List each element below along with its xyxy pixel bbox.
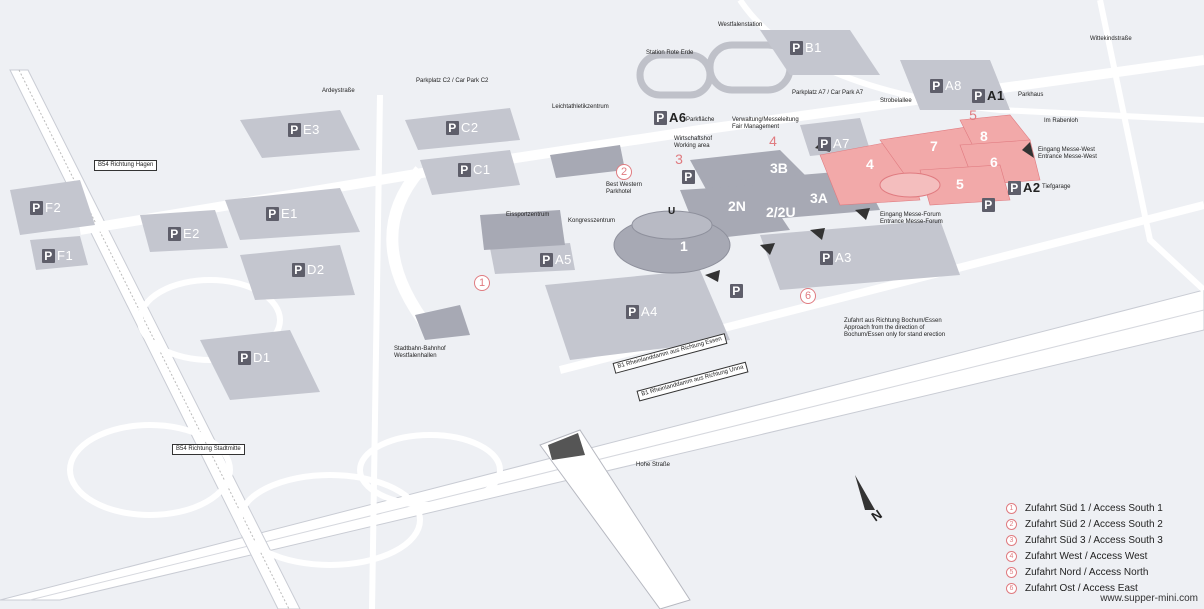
legend-text: Zufahrt Ost / Access East — [1025, 582, 1138, 594]
parking-small-c: P — [682, 170, 695, 184]
lot-c2 — [405, 108, 520, 150]
entrance-u-label: U — [668, 206, 676, 217]
label-eingang-west: Eingang Messe-West Entrance Messe-West — [1038, 147, 1097, 160]
label-eissportzentrum: Eissportzentrum — [506, 212, 550, 218]
legend-text: Zufahrt Süd 2 / Access South 2 — [1025, 518, 1163, 530]
hall-8-label: 8 — [980, 128, 988, 144]
lot-e1 — [225, 188, 360, 240]
legend-text: Zufahrt Süd 3 / Access South 3 — [1025, 534, 1163, 546]
label-station-rote-erde: Station Rote Erde — [646, 50, 694, 56]
legend-number: 2 — [1006, 518, 1017, 530]
label-im-rabenloh: Im Rabenloh — [1044, 118, 1079, 124]
label-parkplatz-a7: Parkplatz A7 / Car Park A7 — [792, 90, 864, 96]
legend-item: 2 Zufahrt Süd 2 / Access South 2 — [1006, 516, 1163, 532]
access-marker-3[interactable]: 3 — [675, 151, 683, 167]
hall-3b-label: 3B — [770, 160, 788, 176]
b1-highway — [0, 289, 1204, 601]
legend-number: 1 — [1006, 502, 1017, 514]
label-parkhaus: Parkhaus — [1018, 92, 1044, 98]
label-wirtschaftshof: Wirtschaftshof Working area — [674, 136, 713, 149]
lot-a5 — [490, 243, 575, 274]
legend-item: 6 Zufahrt Ost / Access East — [1006, 580, 1163, 596]
legend-item: 4 Zufahrt West / Access West — [1006, 548, 1163, 564]
website-footer[interactable]: www.supper-mini.com — [1100, 593, 1198, 604]
hall-2n-label: 2N — [728, 198, 746, 214]
parking-small-b: P — [982, 198, 995, 212]
label-eingang-forum: Eingang Messe-Forum Entrance Messe-Forum — [880, 212, 943, 225]
label-wittekindstrasse: Wittekindstraße — [1090, 36, 1132, 42]
access-marker-4[interactable]: 4 — [769, 133, 777, 149]
legend-item: 3 Zufahrt Süd 3 / Access South 3 — [1006, 532, 1163, 548]
legend-text: Zufahrt West / Access West — [1025, 550, 1148, 562]
lot-d1 — [200, 330, 320, 400]
label-b54-hagen: B54 Richtung Hagen — [94, 160, 158, 171]
label-best-western: Best Western Parkhotel — [606, 182, 642, 195]
hall-2u-label: 2/2U — [766, 204, 796, 220]
legend-text: Zufahrt Nord / Access North — [1025, 566, 1149, 578]
label-zufahrt-bochum: Zufahrt aus Richtung Bochum/Essen Approa… — [844, 318, 946, 338]
hall-6-label: 6 — [990, 154, 998, 170]
label-strobelallee: Strobelallee — [880, 98, 912, 104]
access-marker-2[interactable]: 2 — [616, 164, 632, 180]
label-verwaltung: Verwaltung/Messeleitung Fair Management — [732, 117, 799, 130]
label-kongresszentrum: Kongresszentrum — [568, 218, 616, 224]
label-leichtathletikzentrum: Leichtathletikzentrum — [552, 104, 609, 110]
lot-e2 — [140, 210, 228, 252]
parking-small-a: P — [730, 284, 743, 298]
legend-number: 4 — [1006, 550, 1017, 562]
access-marker-6[interactable]: 6 — [800, 288, 816, 304]
label-parkplatz-c2: Parkplatz C2 / Car Park C2 — [416, 78, 489, 84]
hall-1-label: 1 — [680, 238, 688, 254]
lot-a3 — [760, 220, 960, 290]
label-tiefgarage: Tiefgarage — [1042, 184, 1071, 190]
eissportzentrum — [480, 210, 565, 250]
hall-7-label: 7 — [930, 138, 938, 154]
access-marker-5[interactable]: 5 — [969, 107, 977, 123]
leichtathletikzentrum — [550, 145, 625, 178]
label-stadtbahn: Stadtbahn-Bahnhof Westfalenhallen — [394, 346, 446, 359]
legend-number: 5 — [1006, 566, 1017, 578]
hall-4-label: 4 — [866, 156, 874, 172]
hall-5-label: 5 — [956, 176, 964, 192]
lot-f2 — [10, 180, 95, 235]
label-parkflaeche: Parkfläche — [686, 117, 715, 123]
legend-item: 1 Zufahrt Süd 1 / Access South 1 — [1006, 500, 1163, 516]
hall-3a-label: 3A — [810, 190, 828, 206]
label-ardeystrasse: Ardeystraße — [322, 88, 355, 94]
legend-item: 5 Zufahrt Nord / Access North — [1006, 564, 1163, 580]
legend-text: Zufahrt Süd 1 / Access South 1 — [1025, 502, 1163, 514]
access-marker-1[interactable]: 1 — [474, 275, 490, 291]
label-westfalenstation: Westfalenstation — [718, 22, 763, 28]
label-hohe-strasse: Hohe Straße — [636, 462, 671, 468]
label-b54-stadtmitte: B54 Richtung Stadtmitte — [172, 444, 245, 455]
legend-number: 3 — [1006, 534, 1017, 546]
legend-number: 6 — [1006, 582, 1017, 594]
